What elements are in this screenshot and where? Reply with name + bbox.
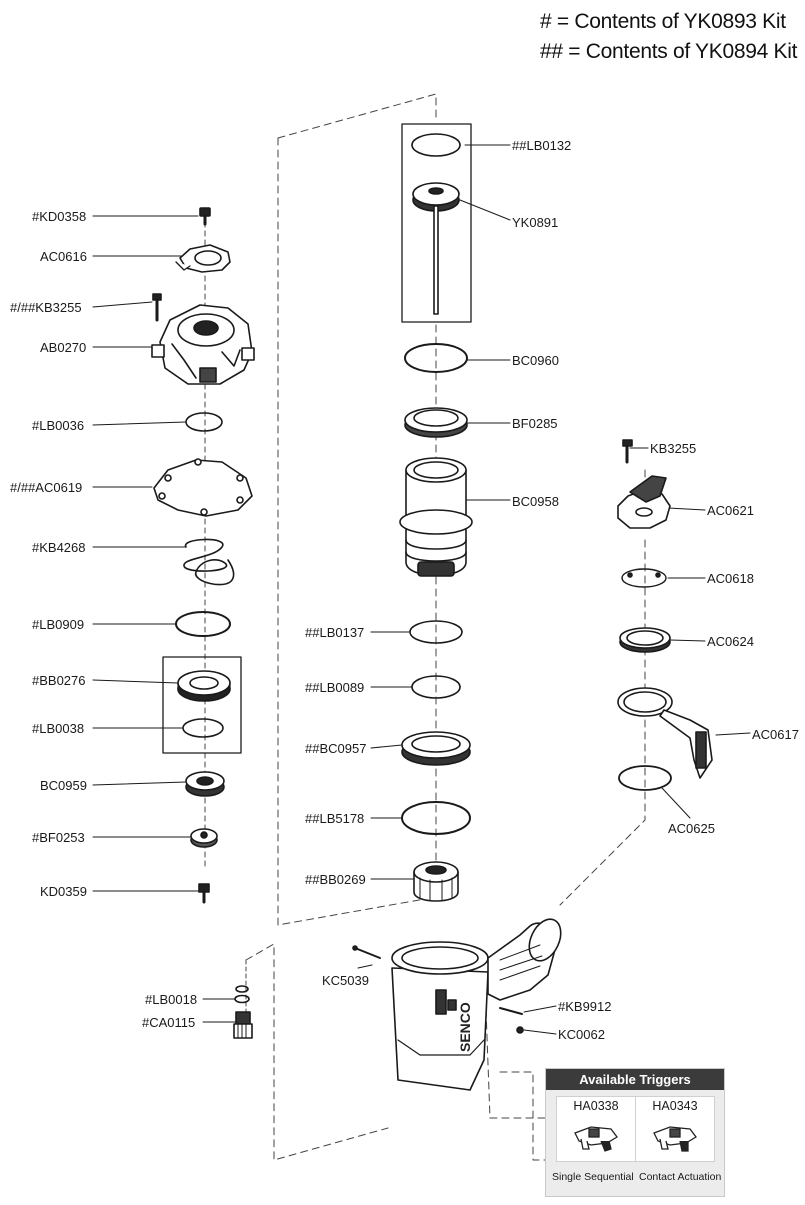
part-ac0621-adjuster: [617, 475, 671, 529]
part-kb3255-right-screw: [622, 439, 633, 464]
part-ab0270-cap: [151, 304, 255, 385]
kit-legend-yk0894: ## = Contents of YK0894 Kit: [540, 40, 798, 63]
label-kd0358: #KD0358: [32, 209, 86, 224]
label-yk0891: YK0891: [512, 215, 558, 230]
label-lb0089: ##LB0089: [305, 680, 364, 695]
trigger-name: Contact Actuation: [639, 1171, 722, 1183]
part-ca0115-fitting: [233, 1011, 253, 1039]
label-ac0625: AC0625: [668, 821, 715, 836]
part-yk0891-box: [401, 123, 472, 323]
trigger-icon: [574, 1126, 618, 1152]
part-kc5039-pin: [352, 945, 381, 959]
label-ac0618: AC0618: [707, 571, 754, 586]
trigger-code: HA0338: [573, 1099, 619, 1113]
label-bb0276: #BB0276: [32, 673, 86, 688]
label-kb4268: #KB4268: [32, 540, 86, 555]
label-kb3255-left: #/##KB3255: [10, 300, 82, 315]
part-kd0358-screw: [199, 207, 211, 226]
part-bf0253-washer: [190, 828, 218, 848]
part-kb4268-spring: [183, 538, 235, 586]
label-lb0137: ##LB0137: [305, 625, 364, 640]
label-lb0038: #LB0038: [32, 721, 84, 736]
label-kd0359: KD0359: [40, 884, 87, 899]
label-bc0959: BC0959: [40, 778, 87, 793]
label-lb0036: #LB0036: [32, 418, 84, 433]
label-kb3255-right: KB3255: [650, 441, 696, 456]
part-lb0018-oring: [234, 985, 250, 1004]
label-lb0132: ##LB0132: [512, 138, 571, 153]
part-lb0909-oring: [175, 611, 231, 637]
label-bf0253: #BF0253: [32, 830, 85, 845]
trigger-name: Single Sequential: [552, 1171, 634, 1183]
trigger-single-sequential: HA0338: [556, 1096, 636, 1162]
label-ac0619: #/##AC0619: [10, 480, 82, 495]
part-kb3255-left-screw: [152, 293, 162, 322]
label-bb0269: ##BB0269: [305, 872, 366, 887]
label-lb5178: ##LB5178: [305, 811, 364, 826]
trigger-code: HA0343: [652, 1099, 698, 1113]
part-lb0036-oring: [185, 412, 223, 432]
label-bc0957: ##BC0957: [305, 741, 366, 756]
part-lb0089-oring: [411, 675, 461, 699]
part-lb0132-oring: [411, 133, 461, 157]
part-lb0038-oring: [182, 718, 224, 738]
part-ac0619-gasket: [153, 458, 253, 517]
housing-brand-mark: SENCO: [457, 1002, 473, 1052]
label-ac0616: AC0616: [40, 249, 87, 264]
label-kb9912: #KB9912: [558, 999, 612, 1014]
part-ac0617-handle: [617, 687, 713, 779]
part-ac0625-ring: [618, 765, 672, 791]
trigger-icon: [653, 1126, 697, 1152]
label-bf0285: BF0285: [512, 416, 558, 431]
label-ac0617: AC0617: [752, 727, 799, 742]
label-lb0909: #LB0909: [32, 617, 84, 632]
triggers-title: Available Triggers: [546, 1069, 724, 1090]
part-bc0958-cylinder: [399, 457, 473, 577]
part-ac0618-plate: [621, 568, 667, 588]
part-bb0276-seal: [177, 670, 231, 702]
label-ab0270: AB0270: [40, 340, 86, 355]
label-bc0958: BC0958: [512, 494, 559, 509]
label-kc0062: KC0062: [558, 1027, 605, 1042]
leader-lines: [92, 144, 751, 1035]
label-ac0624: AC0624: [707, 634, 754, 649]
part-ac0616-cap: [175, 244, 231, 273]
part-bc0960-oring: [404, 343, 468, 373]
part-bb0269-bumper: [413, 861, 459, 902]
part-main-housing: [391, 918, 562, 1091]
part-yk0891-piston: [412, 182, 460, 315]
part-bc0957-ring: [401, 731, 471, 766]
label-kc5039: KC5039: [322, 973, 369, 988]
part-kc0062-pin: [516, 1026, 524, 1034]
part-lb0137-oring: [409, 620, 463, 644]
part-lb5178-oring: [401, 801, 471, 835]
label-lb0018: #LB0018: [145, 992, 197, 1007]
part-kd0359-bolt: [198, 883, 210, 904]
part-kb9912-pin: [499, 1007, 523, 1015]
part-bb0276-box: [162, 656, 242, 754]
kit-legend-yk0893: # = Contents of YK0893 Kit: [540, 10, 786, 33]
part-bc0959-nut: [185, 771, 225, 797]
trigger-contact-actuation: HA0343: [635, 1096, 715, 1162]
label-bc0960: BC0960: [512, 353, 559, 368]
label-ac0621: AC0621: [707, 503, 754, 518]
part-ac0624-ring: [619, 627, 671, 653]
part-bf0285-ring: [404, 407, 468, 438]
label-ca0115: #CA0115: [142, 1015, 195, 1030]
available-triggers-panel: Available Triggers HA0338 HA0343 Single …: [545, 1068, 725, 1197]
